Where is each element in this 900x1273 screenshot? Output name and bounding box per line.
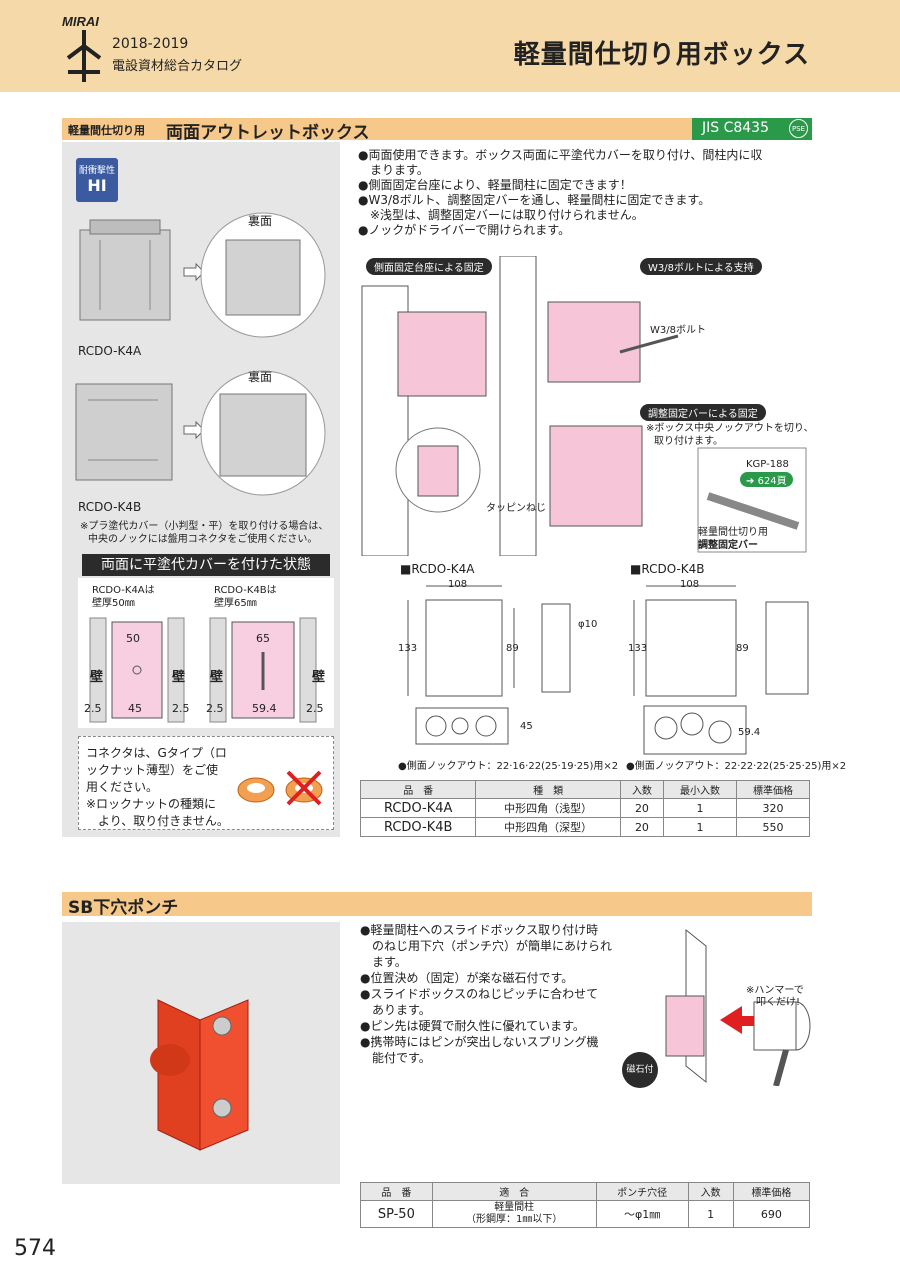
jis-badge: JIS C8435 PSE (692, 118, 812, 140)
arrow-right-icon (183, 262, 205, 282)
section1-subtitle-small: 軽量間仕切り用 (68, 124, 145, 137)
k4a-wall-text-1: RCDO-K4Aは (92, 585, 155, 596)
connector-note-5: より、取り付きません。 (98, 814, 229, 828)
model-label-a: RCDO-K4A (78, 344, 142, 358)
dim-133-b: 133 (628, 643, 648, 654)
back-view-circle-a (200, 212, 326, 338)
section1-bullets: ●両面使用できます。ボックス両面に平塗代カバーを取り付け、間柱内に収 まります。… (358, 148, 763, 237)
section2-spec-table: 品 番 適 合 ポンチ穴径 入数 標準価格 SP-50 軽量間柱 （形鋼厚：1㎜… (360, 1182, 811, 1228)
page-title: 軽量間仕切り用ボックス (513, 40, 810, 70)
section2-bar: SB下穴ポンチ (62, 892, 812, 918)
table-row: RCDO-K4B 中形四角（深型） 20 1 550 (359, 817, 810, 837)
dimension-drawing-a (407, 585, 571, 745)
connector-note-3: 用ください。 (86, 780, 159, 794)
dim-45: 45 (128, 702, 142, 715)
hi-badge: 耐衝撃性 HI (76, 158, 118, 202)
dim-59-4-depth: 59.4 (738, 727, 761, 738)
arrow-right-icon: ➔ (746, 476, 755, 487)
pse-mark-icon: PSE (789, 119, 808, 138)
connector-note-4: ※ロックナットの種類に (86, 797, 217, 811)
pla-note-1: ※プラ塗代カバー（小判型・平）を取り付ける場合は、 (80, 521, 329, 532)
knockout-note-a: ●側面ノックアウト：22·16·22(25·19·25)用×2 (398, 761, 619, 772)
k4a-wall-text-2: 壁厚50㎜ (92, 598, 135, 609)
model-label-b: RCDO-K4B (78, 500, 142, 514)
bar-caption-2: 調整固定バー (698, 540, 758, 551)
table-header-row: 品 番 種 類 入数 最小入数 標準価格 (359, 780, 810, 799)
pla-note-2: 中央のノックには盤用コネクタをご使用ください。 (88, 534, 318, 545)
dim-89-a: 89 (506, 643, 519, 654)
wall-label-2: 壁 (172, 670, 186, 685)
table-row: SP-50 軽量間柱 （形鋼厚：1㎜以下） ～φ1㎜ 1 690 (360, 1200, 811, 1228)
punch-usage-diagram (665, 928, 811, 1086)
dim-2-5-d: 2.5 (306, 702, 324, 715)
wall-label-4: 壁 (312, 670, 326, 685)
hammer-note-1: ※ハンマーで (746, 985, 804, 996)
brand-logo-text: MIRAI (62, 14, 99, 29)
connector-note-2: ックナット薄型）をご使 (86, 763, 219, 777)
dim-108-b: 108 (680, 579, 700, 590)
table-header-row: 品 番 適 合 ポンチ穴径 入数 標準価格 (360, 1182, 811, 1201)
dim-phi10: φ10 (578, 619, 598, 630)
pill-w38-support: W3/8ボルトによる支持 (640, 258, 762, 275)
sb-punch-image (150, 999, 249, 1151)
section2-title: SB下穴ポンチ (68, 898, 179, 918)
locknut-image (237, 770, 323, 806)
page-number: 574 (14, 1236, 56, 1261)
back-label-b: 裏面 (248, 370, 273, 384)
dim-2-5-b: 2.5 (172, 702, 190, 715)
dim-2-5-a: 2.5 (84, 702, 102, 715)
drawing-title-b: ■RCDO-K4B (630, 562, 705, 576)
hammer-note-2: 叩くだけ! (756, 997, 801, 1008)
table-row: RCDO-K4A 中形四角（浅型） 20 1 320 (359, 798, 810, 818)
rcdo-k4b-front-image (75, 383, 173, 481)
bar-note-1: ※ボックス中央ノックアウトを切り、 (646, 423, 814, 434)
dim-133-a: 133 (398, 643, 418, 654)
cover-section-drawing (89, 617, 317, 723)
connector-note-box (78, 736, 334, 830)
dim-45-depth: 45 (520, 721, 533, 732)
dim-65: 65 (256, 632, 270, 645)
catalog-name: 電設資材総合カタログ (112, 59, 243, 74)
arrow-right-icon (183, 420, 205, 440)
back-view-circle-b (200, 370, 326, 496)
wall-label-1: 壁 (90, 670, 104, 685)
dim-59-4: 59.4 (252, 702, 277, 715)
magnet-badge: 磁石付 (622, 1052, 658, 1088)
dim-89-b: 89 (736, 643, 749, 654)
pill-side-fix: 側面固定台座による固定 (366, 258, 492, 275)
kgp-code: KGP-188 (746, 459, 789, 470)
section1-bar: 軽量間仕切り用 両面アウトレットボックス JIS C8435 PSE (62, 118, 812, 143)
dim-50: 50 (126, 632, 140, 645)
installation-diagram (361, 256, 807, 556)
bar-caption-1: 軽量間仕切り用 (698, 527, 768, 538)
cover-state-heading: 両面に平塗代カバーを付けた状態 (82, 554, 330, 576)
catalog-year: 2018-2019 (112, 36, 189, 52)
bar-note-2: 取り付けます。 (654, 436, 723, 447)
tapping-screw-label: タッピンねじ (486, 503, 546, 514)
k4b-wall-text-1: RCDO-K4Bは (214, 585, 277, 596)
section1-spec-table: 品 番 種 類 入数 最小入数 標準価格 RCDO-K4A 中形四角（浅型） 2… (359, 780, 810, 837)
mirai-logo-icon (66, 30, 102, 82)
dimension-drawing-b (633, 585, 809, 755)
kgp-page-link[interactable]: ➔ 624頁 (740, 472, 793, 487)
section1-subtitle: 両面アウトレットボックス (166, 123, 370, 143)
knockout-note-b: ●側面ノックアウト：22·22·22(25·25·25)用×2 (626, 761, 847, 772)
rcdo-k4a-front-image (79, 219, 171, 321)
connector-note-1: コネクタは、Gタイプ（ロ (86, 746, 227, 760)
w38-label: W3/8ボルト (650, 325, 706, 336)
header-band (0, 0, 900, 92)
drawing-title-a: ■RCDO-K4A (400, 562, 475, 576)
k4b-wall-text-2: 壁厚65㎜ (214, 598, 257, 609)
section2-bullets: ●軽量間柱へのスライドボックス取り付け時 のねじ用下穴（ポンチ穴）が簡単にあけら… (360, 923, 613, 1065)
dim-2-5-c: 2.5 (206, 702, 224, 715)
back-label-a: 裏面 (248, 214, 273, 228)
wall-label-3: 壁 (210, 670, 224, 685)
pill-bar-fix: 調整固定バーによる固定 (640, 404, 766, 421)
dim-108-a: 108 (448, 579, 468, 590)
